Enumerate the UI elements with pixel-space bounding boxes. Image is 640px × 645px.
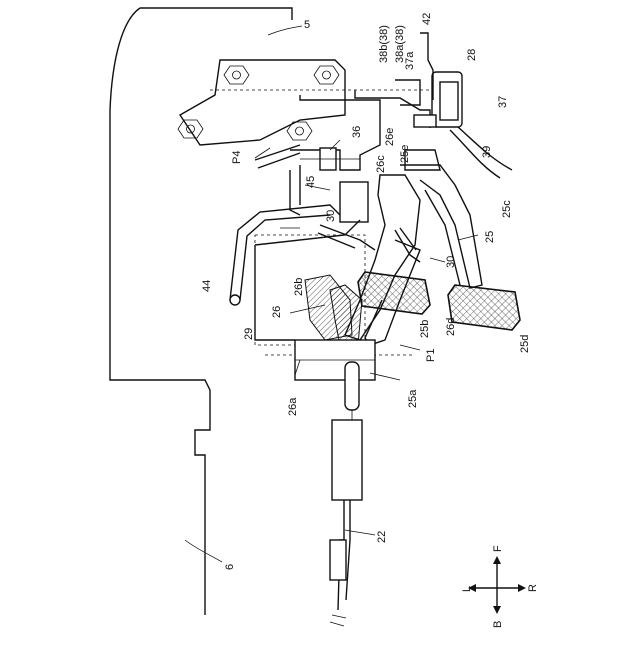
cable-end-fitting: [330, 540, 346, 580]
label-28: 28: [466, 49, 478, 61]
label-38b: 38b(38): [378, 25, 390, 63]
label-30a: 30: [325, 210, 337, 222]
pedal-pad-25d: [448, 285, 520, 330]
compass-b: B: [492, 621, 504, 628]
label-36: 36: [351, 126, 363, 138]
label-39: 39: [481, 146, 493, 158]
block-45: [340, 182, 368, 222]
label-38a: 38a(38): [394, 25, 406, 63]
label-25d: 25d: [519, 335, 531, 353]
switch-connector-37: [440, 82, 458, 120]
pedal-arm-25-lower: [425, 190, 460, 285]
compass-r: R: [527, 584, 539, 592]
direction-compass: F B L R: [461, 545, 539, 628]
switch-mount-37a: [395, 80, 420, 105]
label-25c: 25c: [501, 200, 513, 218]
label-26b: 26b: [293, 278, 305, 296]
cable-sleeve-22: [332, 420, 362, 500]
label-22: 22: [376, 531, 388, 543]
label-45: 45: [305, 176, 317, 188]
label-29: 29: [243, 328, 255, 340]
label-25: 25: [484, 231, 496, 243]
label-26c: 26c: [375, 155, 387, 173]
label-5: 5: [304, 19, 310, 31]
label-p4: P4: [231, 151, 243, 164]
label-44: 44: [201, 280, 213, 292]
clevis-25a: [345, 362, 359, 410]
frame-plate-5: [180, 60, 345, 145]
label-25a: 25a: [407, 389, 419, 408]
label-37: 37: [497, 96, 509, 108]
cable-tip: [330, 615, 346, 626]
label-6: 6: [224, 564, 236, 570]
label-25e: 25e: [399, 145, 411, 163]
pipe-44-end: [230, 295, 240, 305]
switch-plunger: [414, 115, 436, 127]
body-top-edge: [140, 8, 292, 20]
pedal-pad-26d: [358, 272, 430, 314]
rod-p4: [255, 145, 300, 168]
label-26d: 26d: [445, 318, 457, 336]
label-26a: 26a: [287, 397, 299, 416]
body-outline-6: [110, 8, 210, 615]
compass-l: L: [461, 586, 473, 592]
label-25b: 25b: [419, 320, 431, 338]
label-p1: P1: [425, 349, 437, 362]
label-26: 26: [271, 306, 283, 318]
label-42: 42: [421, 13, 433, 25]
label-30b: 30: [445, 256, 457, 268]
compass-f: F: [492, 545, 504, 552]
label-26e: 26e: [384, 128, 396, 146]
